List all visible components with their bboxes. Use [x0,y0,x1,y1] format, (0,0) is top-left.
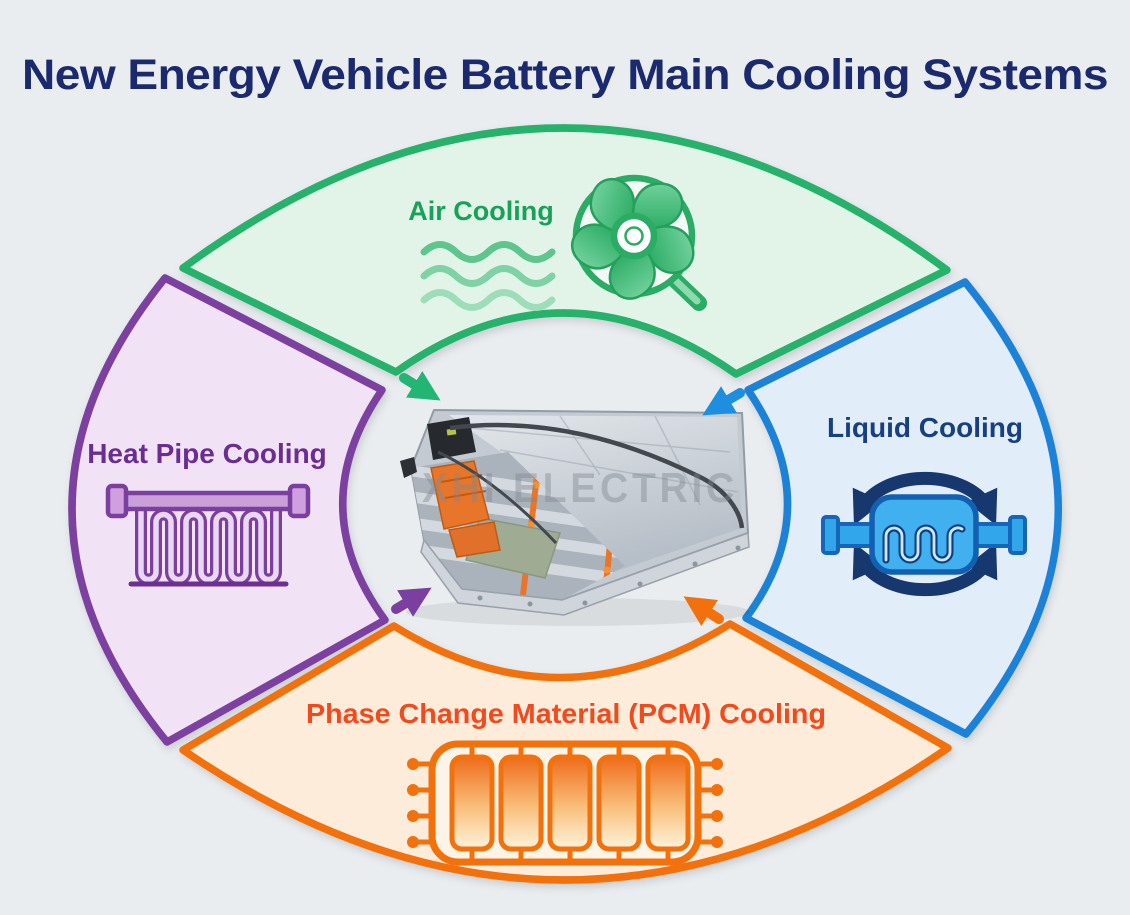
air-cooling-arrow [399,371,441,401]
battery-pack-image: XHI ELECTRIC [400,408,750,626]
wind-waves-icon [420,241,556,311]
pack-bolts [477,545,741,607]
page-title: New Energy Vehicle Battery Main Cooling … [22,51,1108,99]
heat-pipe-icon [105,483,311,587]
liquid-cooling-arrow [702,386,745,416]
watermark-text: XHI ELECTRIC [422,464,738,511]
fan-icon [570,174,707,311]
heat-exchanger-circulation-icon [821,471,1027,597]
pack-flange [420,531,750,616]
segment-pcm-cooling: Phase Change Material (PCM) Cooling [179,620,952,884]
segment-liquid-cooling: Liquid Cooling [742,278,1062,738]
heat-pipe-cooling-label: Heat Pipe Cooling [87,438,327,469]
air-cooling-label: Air Cooling [408,196,553,226]
heat-pipe-cooling-arrow [391,587,432,617]
battery-cells-icon [407,740,723,866]
pack-orange-connectors [430,460,501,558]
liquid-cooling-label: Liquid Cooling [827,412,1023,443]
pcm-cooling-label: Phase Change Material (PCM) Cooling [306,698,826,729]
segment-air-cooling: Air Cooling [179,124,951,378]
segment-heat-pipe-cooling: Heat Pipe Cooling [68,274,389,746]
pack-cable-2 [437,450,558,545]
pcm-cooling-arrow [683,596,724,627]
pack-cable [449,422,745,529]
center-arrows [391,371,745,627]
pack-bracket [400,457,417,478]
air-cooling-shape [179,124,951,378]
